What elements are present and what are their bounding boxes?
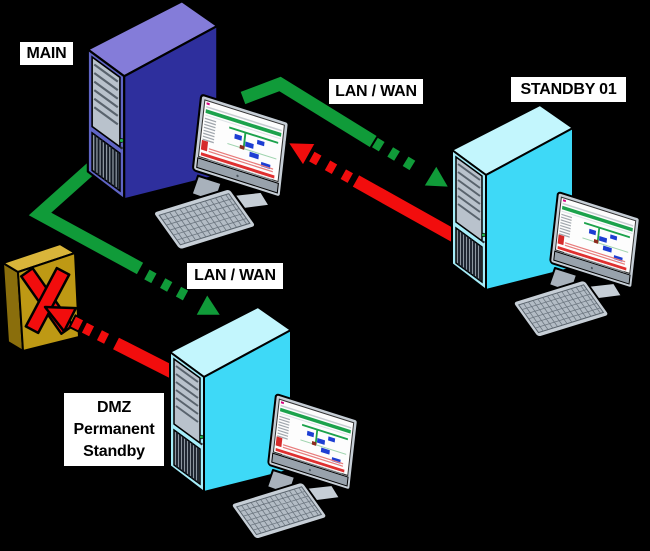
lan-wan-top-label: LAN / WAN <box>329 79 423 104</box>
green-arrowhead <box>193 291 224 318</box>
lan-wan-bottom-label: LAN / WAN <box>187 263 283 289</box>
red-arrow-top-standby-to-main <box>285 140 461 245</box>
dmz-label: DMZ Permanent Standby <box>64 393 164 466</box>
blocked-firewall-icon <box>2 243 80 352</box>
standby01-workstation <box>451 104 641 339</box>
main-workstation <box>86 0 291 252</box>
green-arrowhead <box>421 163 452 190</box>
red-arrowhead <box>285 140 318 168</box>
red-arrowhead <box>43 305 78 333</box>
dmz-workstation <box>169 306 359 541</box>
standby01-label: STANDBY 01 <box>511 77 626 102</box>
red-arrow-bottom-dmz-to-firewall <box>43 305 181 383</box>
green-arrow-top-main-to-standby <box>239 74 452 190</box>
main-label: MAIN <box>20 42 73 65</box>
